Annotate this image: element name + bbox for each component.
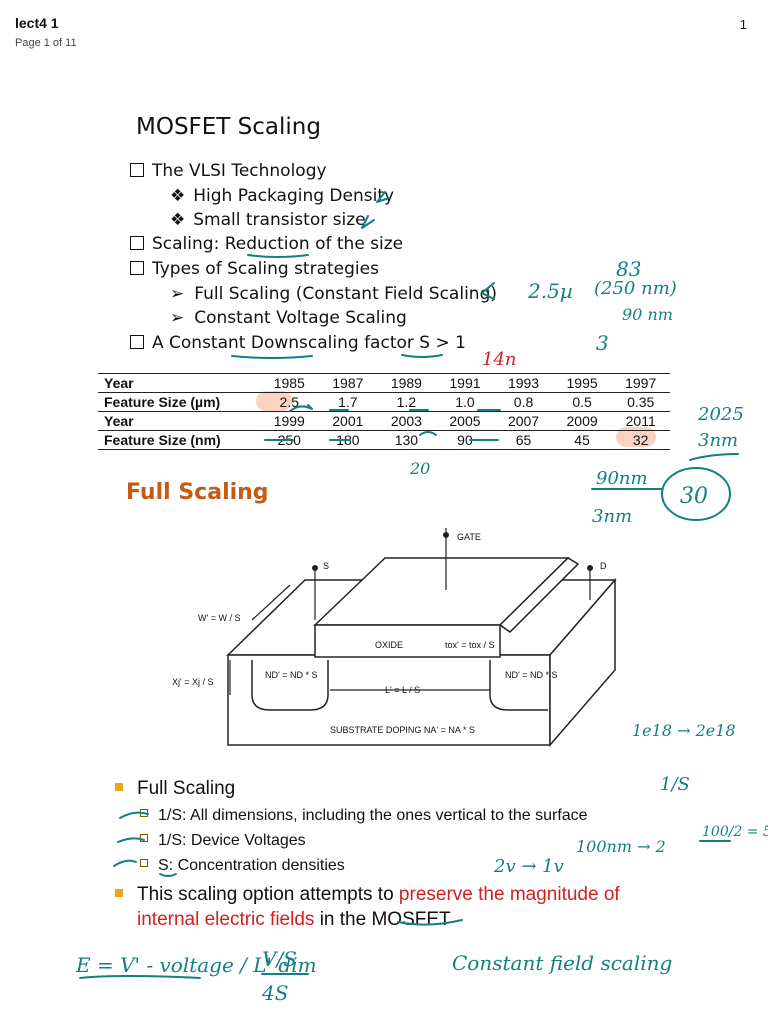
bullet-item: Types of Scaling strategies — [130, 259, 379, 279]
highlight-mark — [616, 427, 656, 447]
gate-label: GATE — [457, 532, 481, 542]
full-scaling-bullet: Full Scaling — [115, 778, 235, 800]
bullet-item: ❖Small transistor size — [170, 210, 366, 230]
tox-label: tox' = tox / S — [445, 640, 495, 650]
scaling-statement: This scaling option attempts to preserve… — [115, 882, 675, 932]
annotation-text: 1e18 → 2e18 — [632, 721, 736, 740]
bullet-item: ❖High Packaging Density — [170, 186, 395, 206]
mosfet-diagram: GATE S D OXIDE tox' = tox / S W' = W / S… — [172, 528, 617, 748]
document-title: lect4 1 — [15, 15, 59, 31]
annotation-text: 90 nm — [622, 305, 673, 324]
sub-bullet: S: Concentration densities — [140, 857, 345, 875]
page-info: Page 1 of 11 — [15, 37, 77, 49]
bullet-item: A Constant Downscaling factor S > 1 — [130, 333, 466, 353]
drain-label: D — [600, 561, 607, 571]
section-heading: Full Scaling — [126, 480, 269, 505]
nd-right-label: ND' = ND * S — [505, 670, 557, 680]
annotation-text: 90nm — [596, 468, 648, 489]
annotation-text: E = V' - voltage / L' dim — [75, 953, 317, 977]
page-number: 1 — [739, 17, 747, 32]
width-label: W' = W / S — [198, 613, 240, 623]
annotation-text: 2025 — [697, 404, 744, 425]
annotation-text: 4S — [261, 981, 288, 1005]
annotation-text: 14n — [482, 349, 517, 370]
annotation-text: 1/S — [660, 774, 690, 795]
annotation-text: Constant field scaling — [452, 951, 672, 975]
length-label: L' = L / S — [385, 685, 420, 695]
bullet-item: ➢Full Scaling (Constant Field Scaling) — [170, 284, 497, 304]
highlight-mark — [256, 391, 292, 411]
sub-bullet: 1/S: Device Voltages — [140, 832, 306, 850]
bullet-item: The VLSI Technology — [130, 161, 327, 181]
oxide-label: OXIDE — [375, 640, 403, 650]
annotation-text: 100/2 = 50m — [702, 824, 768, 840]
annotation-text: 20 — [409, 459, 430, 478]
nd-left-label: ND' = ND * S — [265, 670, 317, 680]
annotation-text: 2v → 1v — [493, 856, 564, 877]
annotation-text: 3 — [596, 331, 609, 355]
bullet-item: Scaling: Reduction of the size — [130, 234, 403, 254]
annotation-text: 2.5µ — [527, 279, 573, 303]
annotation-text: 30 — [680, 484, 708, 509]
sub-bullet: 1/S: All dimensions, including the ones … — [140, 807, 588, 825]
substrate-label: SUBSTRATE DOPING NA' = NA * S — [330, 725, 475, 735]
slide-title: MOSFET Scaling — [136, 114, 321, 140]
annotation-text: V/S — [262, 947, 297, 971]
bullet-item: ➢Constant Voltage Scaling — [170, 308, 407, 328]
source-label: S — [323, 561, 329, 571]
annotation-text: (250 nm) — [594, 278, 677, 299]
xj-label: Xj' = Xj / S — [172, 677, 213, 687]
annotation-text: 83 — [616, 257, 641, 281]
annotation-text: 100nm → 2 — [576, 837, 666, 856]
annotation-text: 3nm — [698, 430, 738, 451]
